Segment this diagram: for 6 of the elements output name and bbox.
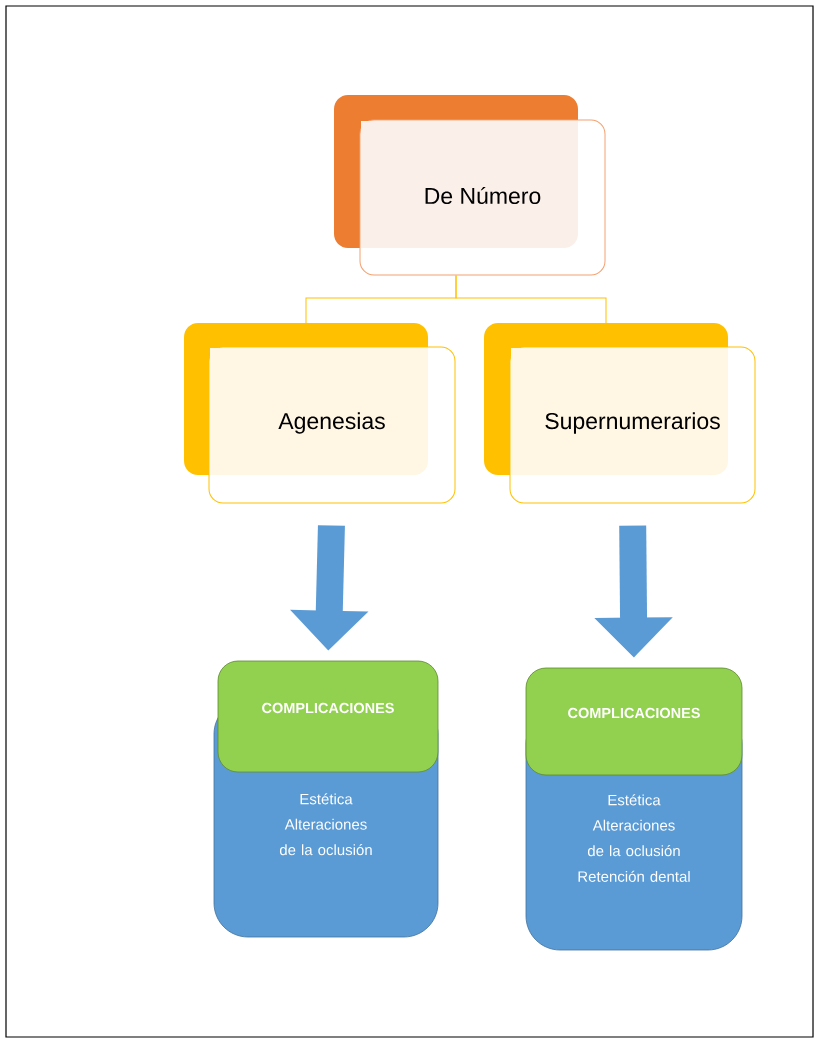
header-box: COMPLICACIONES [525, 667, 743, 776]
layered-box: Supernumerarios [484, 323, 756, 504]
connector-line [455, 275, 607, 324]
header-box: COMPLICACIONES [217, 660, 439, 773]
layered-box: De Número [334, 95, 606, 276]
layered-box: Agenesias [184, 323, 456, 504]
